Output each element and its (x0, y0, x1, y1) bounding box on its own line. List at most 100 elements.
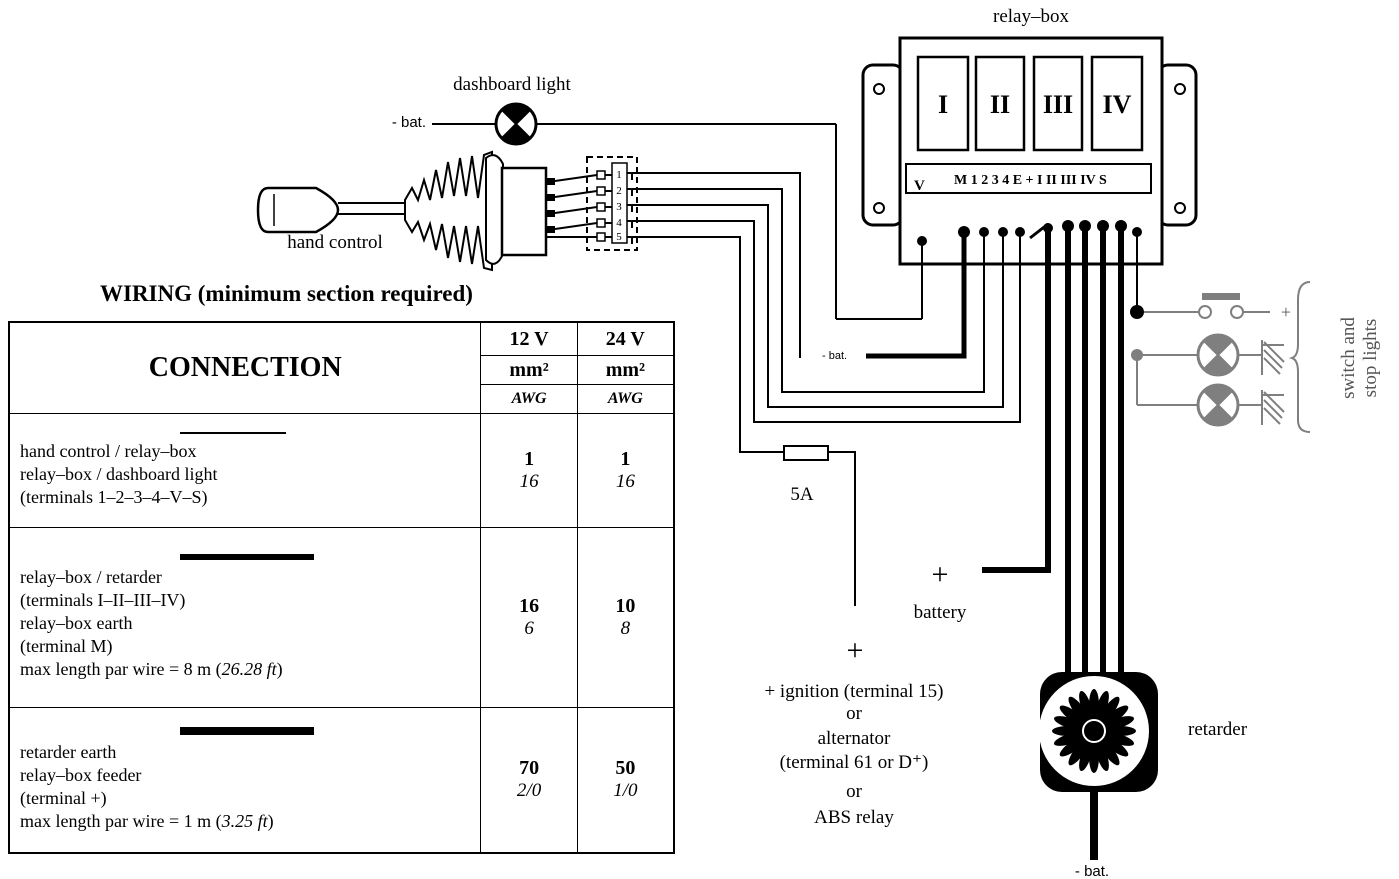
retarder-fan-blade (1059, 705, 1087, 726)
ignition-line-5: or (846, 781, 863, 802)
mm-value: 16 (519, 595, 540, 617)
max-length-text: max length par wire = 1 m ( (20, 810, 222, 831)
awg-value: 2/0 (516, 780, 542, 802)
ground-symbol-2 (1261, 390, 1285, 425)
bat-bottom-label: - bat. (1075, 863, 1109, 879)
connection-cell: retarder earth relay–box feeder (termina… (8, 707, 482, 853)
awg-value: 6 (524, 618, 534, 639)
pin-3: 3 (616, 201, 622, 213)
table-row: relay–box / retarder (terminals I–II–III… (8, 527, 675, 708)
max-length-line: max length par wire = 1 m (3.25 ft) (20, 810, 470, 833)
fuse-5a: 5A (783, 445, 856, 606)
ignition-line-1: + ignition (terminal 15) (764, 681, 943, 702)
unit-awg-12v: AWG (511, 390, 547, 407)
mm-value: 70 (519, 757, 540, 780)
bat-mid-label: - bat. (822, 350, 847, 362)
relay-label-1: I (938, 90, 948, 119)
header-24v: 24 V (576, 321, 675, 356)
connection-line: relay–box earth (20, 613, 133, 633)
retarder-fan-blade (1068, 696, 1089, 724)
unit-mm-12v: mm² (509, 359, 549, 381)
retarder-fan-blade (1053, 732, 1085, 746)
relay-box-label: relay–box (993, 6, 1069, 27)
dashboard-light-label: dashboard light (453, 74, 571, 95)
connection-line: hand control / relay–box (20, 441, 197, 461)
connection-cell: hand control / relay–box relay–box / das… (8, 413, 482, 528)
retarder-fan-blade (1101, 736, 1129, 757)
retarder-fan-blade (1103, 732, 1135, 746)
ground-symbol-1 (1261, 340, 1285, 375)
value-12v: 1 16 (480, 413, 578, 528)
retarder: retarder - bat. (1039, 672, 1248, 879)
wiring-title: WIRING (minimum section required) (100, 281, 473, 306)
header-connection: CONNECTION (8, 321, 482, 414)
value-24v: 10 8 (576, 527, 675, 708)
max-length-suffix: ) (267, 810, 274, 831)
max-length-suffix: ) (276, 659, 283, 679)
dashboard-light: dashboard light - bat. (392, 74, 927, 320)
fuse-label: 5A (790, 484, 814, 505)
header-unit-24v: mm² (576, 355, 675, 385)
retarder-fan-blade (1079, 740, 1093, 772)
terminal-strip-label: M 1 2 3 4 E + I II III IV S (954, 173, 1107, 188)
relay-box-terminals: - bat. (822, 220, 1142, 675)
hand-control: hand control (256, 150, 555, 272)
retarder-fan-blade (1095, 740, 1109, 772)
battery-terminal: + battery (914, 558, 967, 623)
retarder-fan-blade (1053, 716, 1085, 730)
unit-awg-24v: AWG (607, 390, 643, 407)
ignition-line-6: ABS relay (814, 807, 894, 828)
pin-2: 2 (616, 185, 622, 197)
connection-cell: relay–box / retarder (terminals I–II–III… (8, 527, 482, 708)
switch-stop-lights-line-2: stop lights (1360, 319, 1381, 398)
connection-line: retarder earth (20, 741, 117, 762)
bat-top-label: - bat. (392, 114, 426, 131)
stop-light-circuit: + switch and stop lights (1130, 281, 1381, 433)
wiring-table: CONNECTION 12 V 24 V mm² mm² AWG AWG han… (8, 321, 675, 854)
connection-line: relay–box / dashboard light (20, 464, 218, 484)
header-unit-12v: mm² (480, 355, 578, 385)
pin-1: 1 (616, 169, 622, 181)
wire-gauge-bar-thin (180, 432, 286, 434)
max-length-ft: 3.25 ft (221, 810, 268, 831)
value-12v: 70 2/0 (480, 707, 578, 853)
retarder-fan-blade (1099, 738, 1120, 766)
signal-wires (627, 172, 1021, 453)
table-row: hand control / relay–box relay–box / das… (8, 413, 675, 528)
ignition-line-2: or (846, 703, 863, 724)
max-length-ft: 26.28 ft (221, 659, 277, 679)
mm-value: 1 (524, 448, 535, 470)
mm-value: 1 (620, 448, 631, 470)
unit-mm-24v: mm² (605, 359, 646, 381)
retarder-fan-blade (1101, 705, 1129, 726)
stop-lamp-1 (1196, 333, 1240, 377)
switch-stop-lights-line-1: switch and (1338, 317, 1359, 399)
ignition-line-3: alternator (818, 728, 891, 749)
relay-label-3: III (1043, 90, 1073, 119)
mm-value: 50 (615, 757, 636, 780)
connector-5pin: 1 2 3 4 5 (546, 156, 638, 251)
connection-line: relay–box / retarder (20, 567, 162, 587)
ignition-source: + + ignition (terminal 15) or alternator… (764, 634, 943, 828)
switch-plus: + (1281, 302, 1291, 322)
value-12v: 16 6 (480, 527, 578, 708)
awg-value: 16 (519, 471, 539, 492)
ignition-plus: + (847, 634, 864, 667)
connection-line: (terminals 1–2–3–4–V–S) (20, 487, 208, 507)
hand-control-label: hand control (287, 232, 383, 253)
awg-value: 8 (620, 618, 631, 639)
pin-4: 4 (616, 217, 622, 229)
header-12v: 12 V (480, 321, 578, 356)
stop-lamp-2 (1196, 383, 1240, 427)
terminal-v-label: V (914, 178, 925, 194)
retarder-fan-blade (1103, 716, 1135, 730)
ignition-line-4: (terminal 61 or D⁺) (780, 752, 929, 773)
connection-line: (terminal M) (20, 636, 113, 656)
connection-line: relay–box feeder (20, 764, 142, 785)
battery-label: battery (914, 602, 967, 623)
relay-box: I II III IV V M 1 2 3 4 E + I II III IV … (861, 6, 1198, 266)
connection-line: (terminal +) (20, 787, 107, 808)
header-awg-24v: AWG (576, 384, 675, 414)
retarder-fan-blade (1059, 736, 1087, 757)
